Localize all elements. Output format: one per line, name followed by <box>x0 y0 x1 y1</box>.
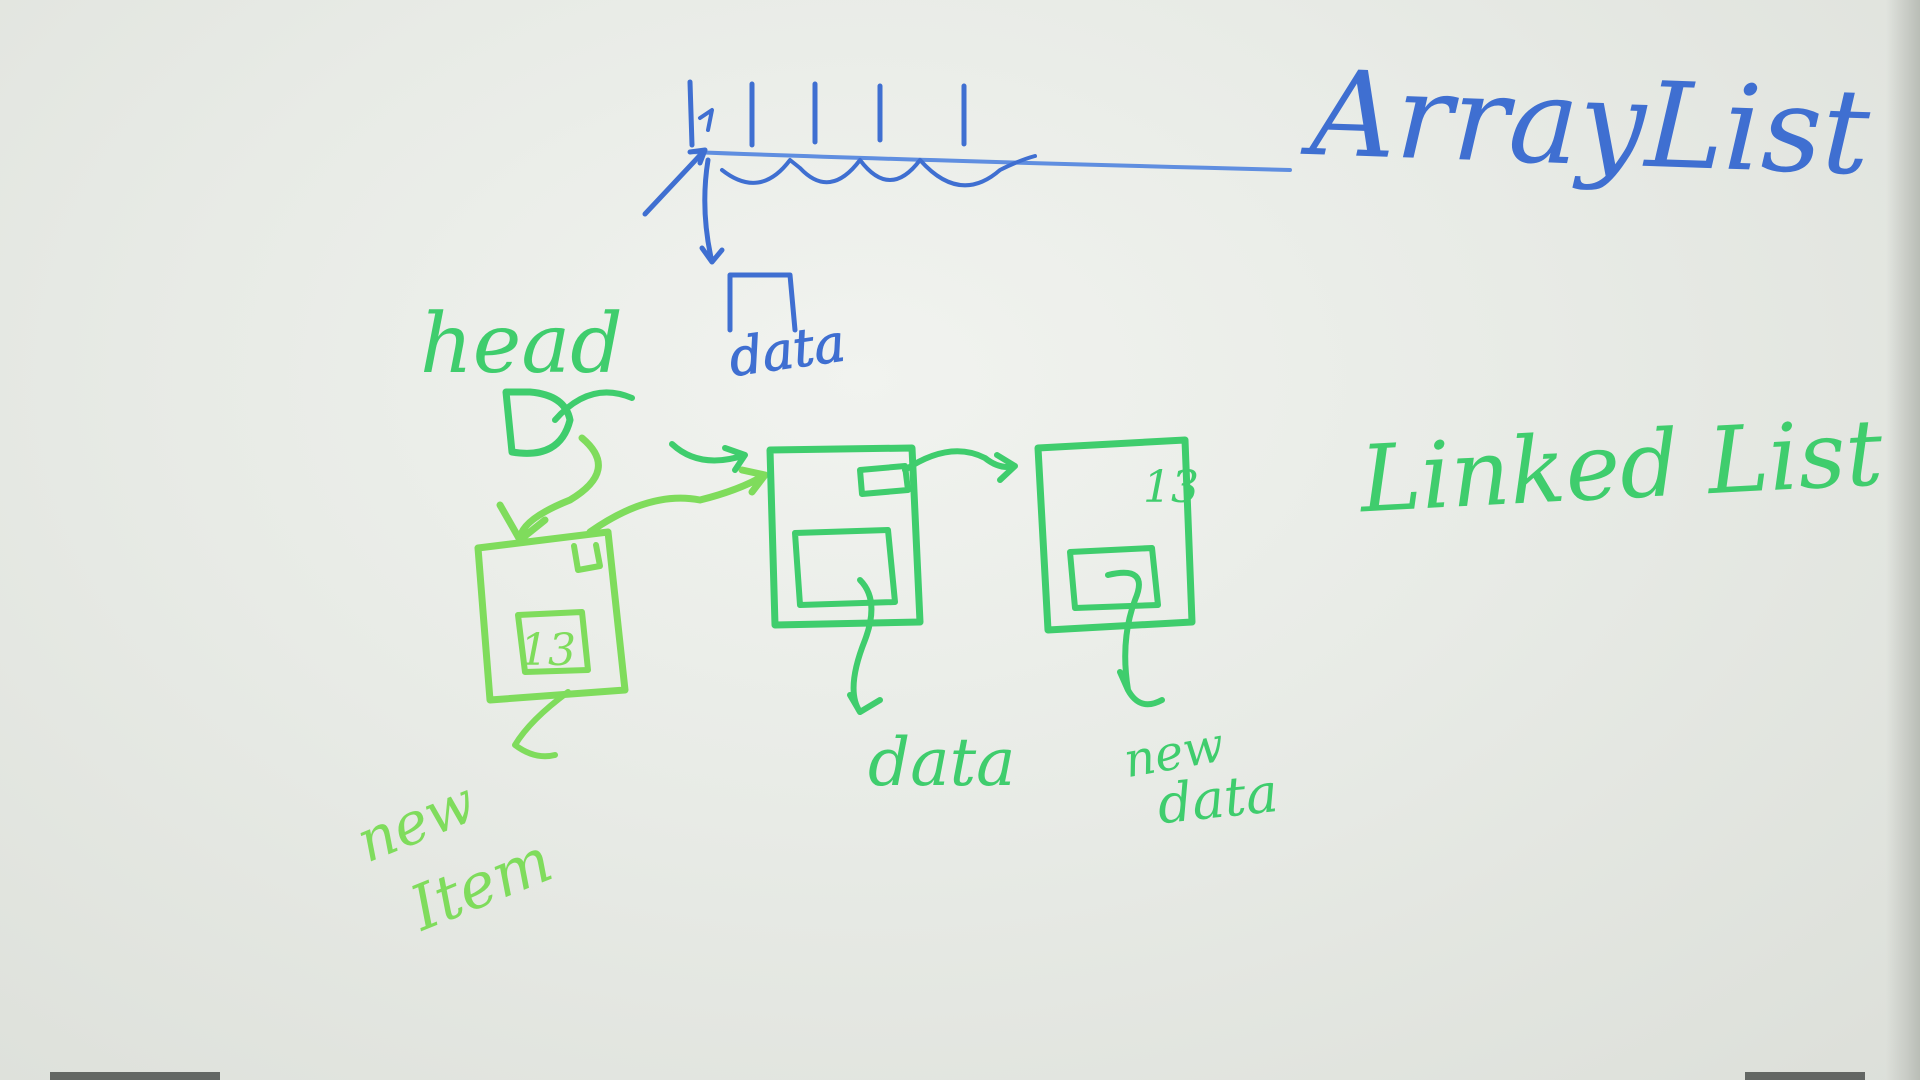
node-middle-outer-box <box>766 444 924 629</box>
array-data-box <box>727 272 798 333</box>
array-slot-dividers <box>687 79 967 148</box>
node-middle-next-arrow <box>902 448 1018 483</box>
node-new-outer-box <box>474 528 629 704</box>
marker-tray-right <box>1745 1072 1865 1080</box>
arraylist-title: ArrayList <box>1299 44 1872 202</box>
marker-tray-left <box>50 1072 220 1080</box>
node-right-data-arrow <box>1105 569 1165 708</box>
array-data-label: data <box>725 313 848 389</box>
node-new-item: 13 new Item <box>347 466 769 945</box>
node-middle: data <box>766 444 1018 801</box>
head-pointer-box <box>502 388 574 457</box>
linkedlist-title: Linked List <box>1355 399 1886 533</box>
array-entry-arrow <box>642 147 708 217</box>
node-middle-data-arrow <box>847 577 883 715</box>
head-label: head <box>420 297 623 392</box>
entry-arrow-middle <box>669 441 748 473</box>
node-middle-next-box <box>857 463 911 497</box>
array-loops <box>720 154 1037 188</box>
node-right: 13 new data <box>1034 436 1281 836</box>
new-data-label-2: data <box>1154 761 1281 836</box>
node-new-next-box <box>571 542 603 573</box>
linkedlist-diagram: Linked List head 13 new Item <box>347 297 1886 945</box>
arraylist-diagram: data ArrayList <box>642 44 1873 389</box>
node-middle-data-box <box>792 527 898 608</box>
node-new-next-arrow <box>586 466 769 536</box>
node-right-next-mark: 13 <box>1143 462 1199 513</box>
array-baseline <box>688 150 1292 172</box>
array-down-arrow <box>699 157 725 265</box>
node-new-data-box <box>515 609 591 675</box>
node-new-data-arrow <box>512 689 571 760</box>
node-middle-data-label: data <box>868 724 1015 801</box>
head-arrow-old <box>552 389 635 423</box>
array-first-slot-mark <box>698 108 714 132</box>
node-new-data-mark: 13 <box>520 625 576 676</box>
head-arrow-new <box>496 434 602 544</box>
node-right-data-box <box>1067 545 1161 611</box>
node-right-outer-box <box>1034 436 1196 634</box>
